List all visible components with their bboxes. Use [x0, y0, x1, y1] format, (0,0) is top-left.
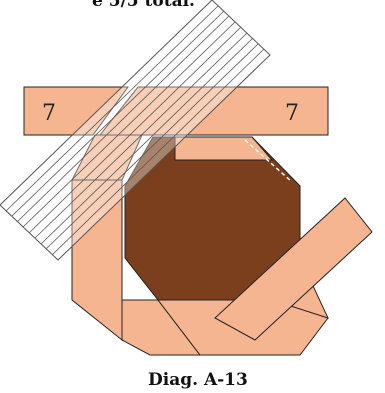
diagram-caption: Diag. A-13	[148, 370, 248, 390]
ruler-overlay	[0, 0, 271, 261]
top-cropped-text: e 5/5 total.	[92, 0, 195, 11]
strip-bottom-left	[121, 299, 202, 356]
piece-7-left-label: 7	[42, 101, 56, 126]
strip-top-right	[174, 136, 274, 161]
border-strips	[71, 134, 373, 356]
piece-7-right-label: 7	[285, 101, 299, 126]
ruler-lines	[5, 5, 265, 256]
piece-7-left	[23, 86, 129, 136]
fold-line	[244, 139, 293, 183]
strip-right-diagonal	[214, 197, 373, 341]
